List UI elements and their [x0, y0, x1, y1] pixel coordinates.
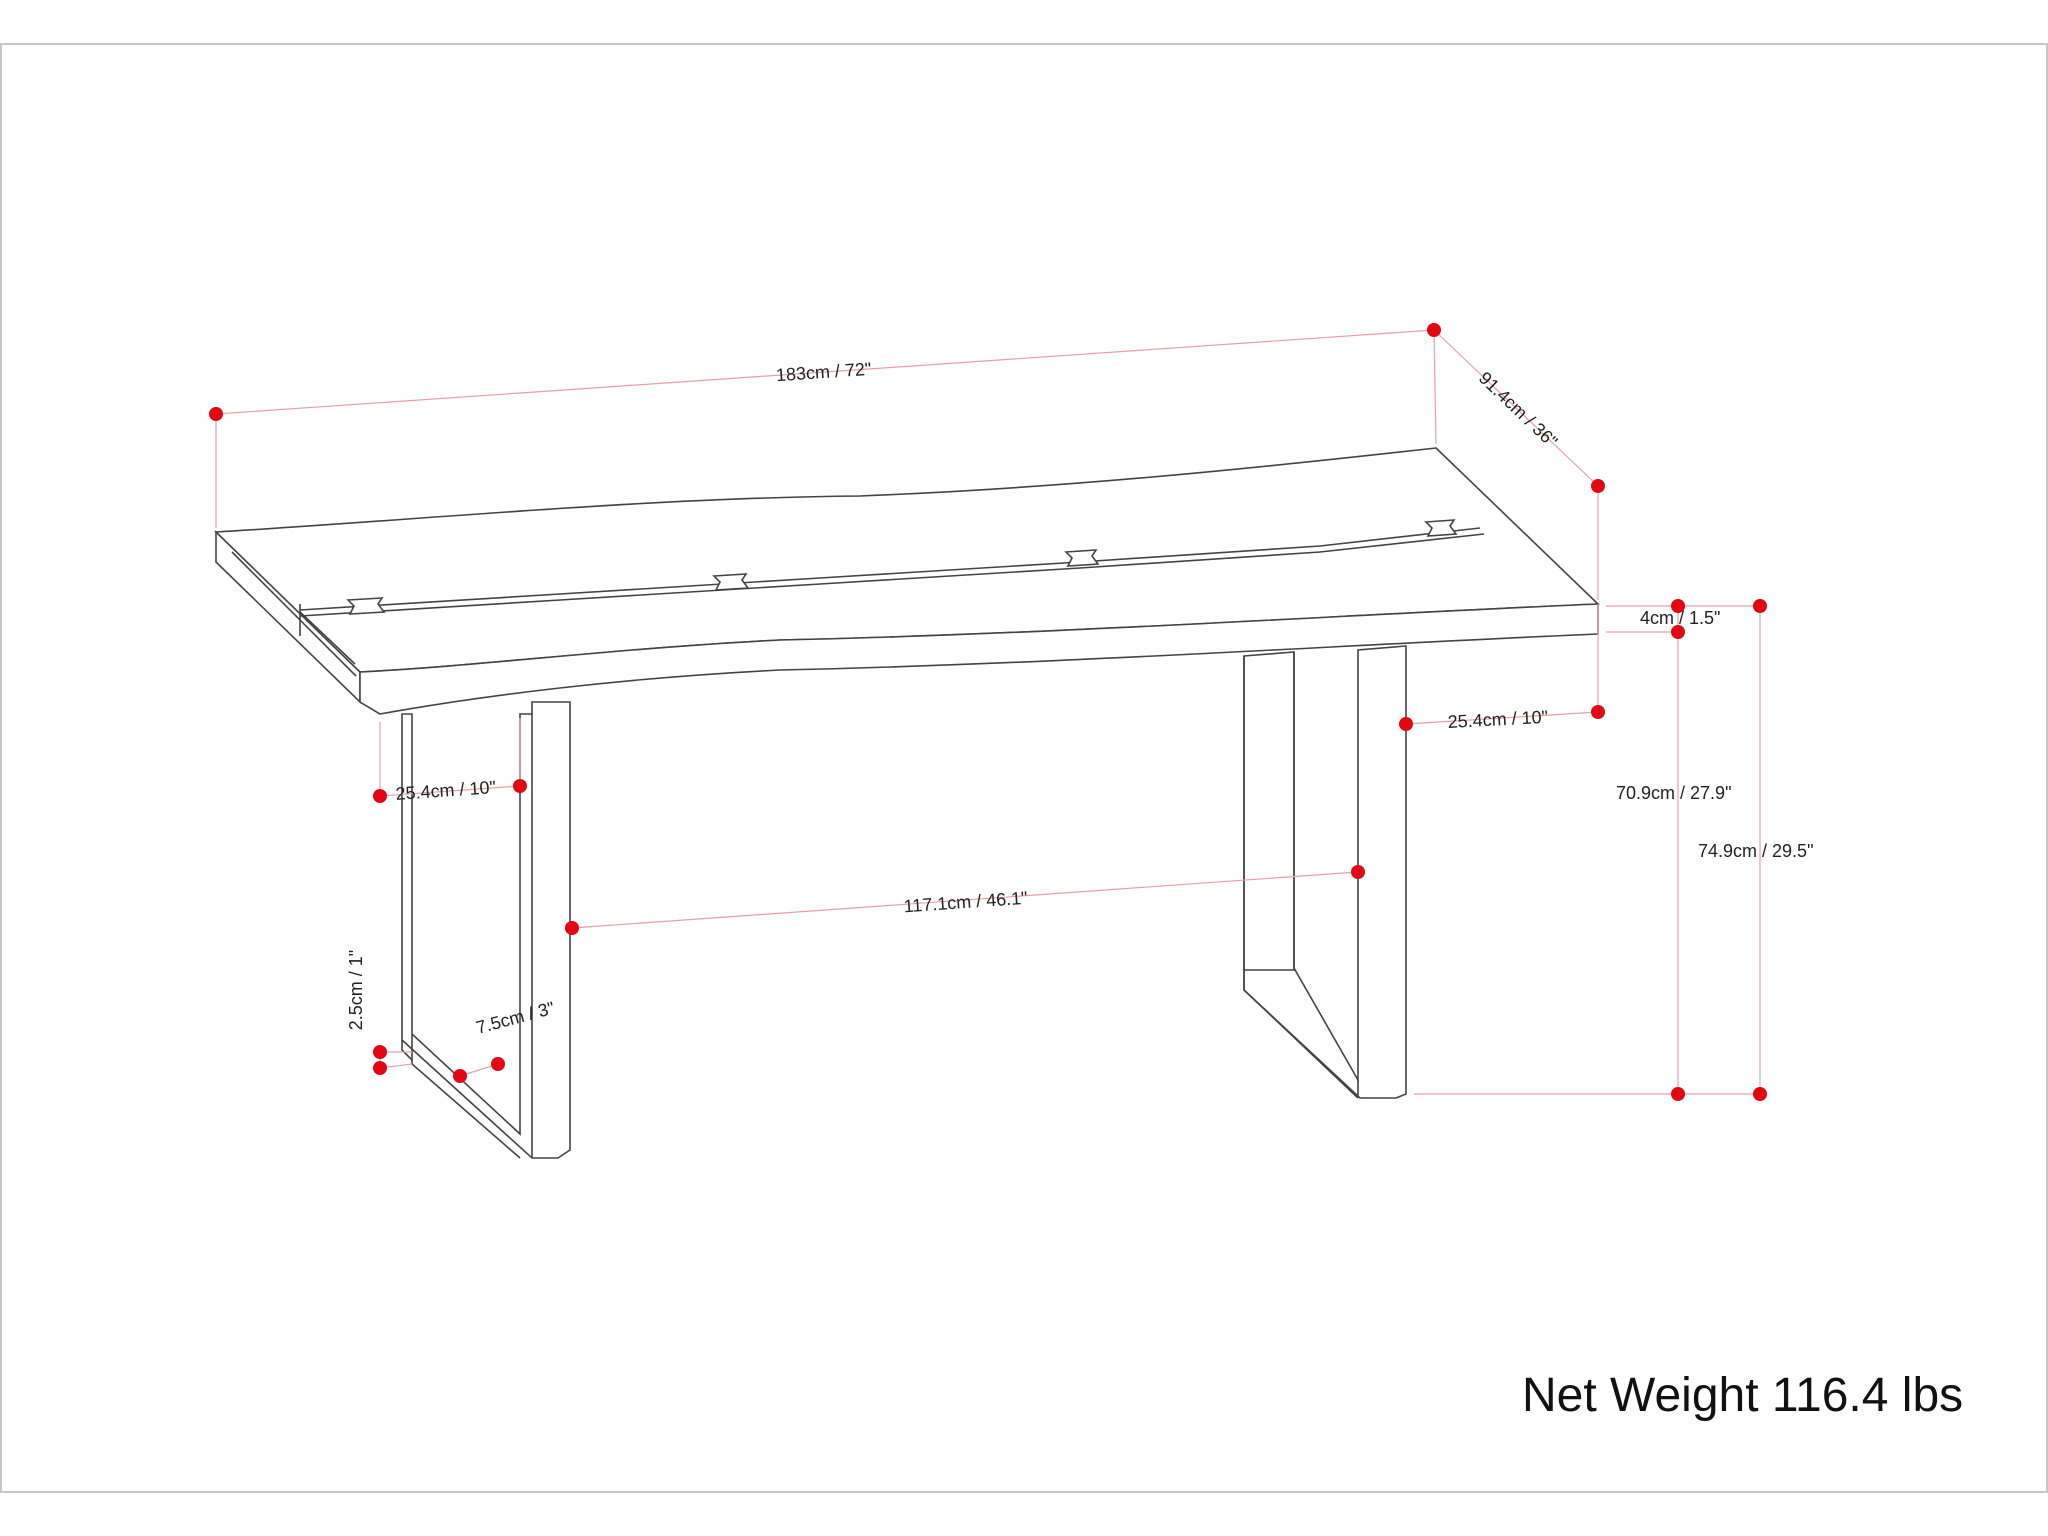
marker-dot [1427, 323, 1441, 337]
leg-height-label: 70.9cm / 27.9" [1616, 783, 1731, 803]
marker-dot [1753, 599, 1767, 613]
marker-dot [209, 407, 223, 421]
leg-spacing-label: 117.1cm / 46.1" [903, 888, 1028, 917]
right-leg [1243, 645, 1407, 1099]
butterfly-key [346, 597, 386, 615]
marker-dot [513, 779, 527, 793]
dimension-lines [215, 329, 1761, 1095]
marker-dot [491, 1057, 505, 1071]
depth-label: 91.4cm / 36" [1475, 368, 1562, 452]
total-height-label: 74.9cm / 29.5" [1698, 841, 1813, 861]
marker-dot [1671, 599, 1685, 613]
marker-dot [1399, 717, 1413, 731]
marker-dot [1351, 865, 1365, 879]
bench-left-end-detail [231, 551, 357, 677]
right-overhang-label: 25.4cm / 10" [1447, 707, 1548, 732]
top-thickness-label: 4cm / 1.5" [1640, 608, 1720, 628]
marker-dot [1753, 1087, 1767, 1101]
length-label: 183cm / 72" [775, 359, 872, 385]
page-border [0, 43, 2048, 1493]
butterfly-key [712, 573, 750, 591]
dimension-markers [209, 323, 1767, 1101]
left-leg [401, 701, 571, 1159]
marker-dot [1591, 479, 1605, 493]
butterfly-key [1424, 519, 1458, 537]
marker-dot [453, 1069, 467, 1083]
bench-slab-seam [299, 527, 1481, 611]
marker-dot [1671, 625, 1685, 639]
marker-dot [565, 921, 579, 935]
bench-slab-seam-inner [299, 533, 1485, 617]
leg-frame-thickness-label: 2.5cm / 1" [346, 950, 366, 1030]
marker-dot [373, 1061, 387, 1075]
net-weight-label: Net Weight 116.4 lbs [1522, 1369, 1964, 1422]
marker-dot [1591, 705, 1605, 719]
marker-dot [373, 789, 387, 803]
marker-dot [1671, 1087, 1685, 1101]
marker-dot [373, 1045, 387, 1059]
bench-drawing [214, 447, 1600, 1159]
butterfly-key [1064, 549, 1100, 567]
